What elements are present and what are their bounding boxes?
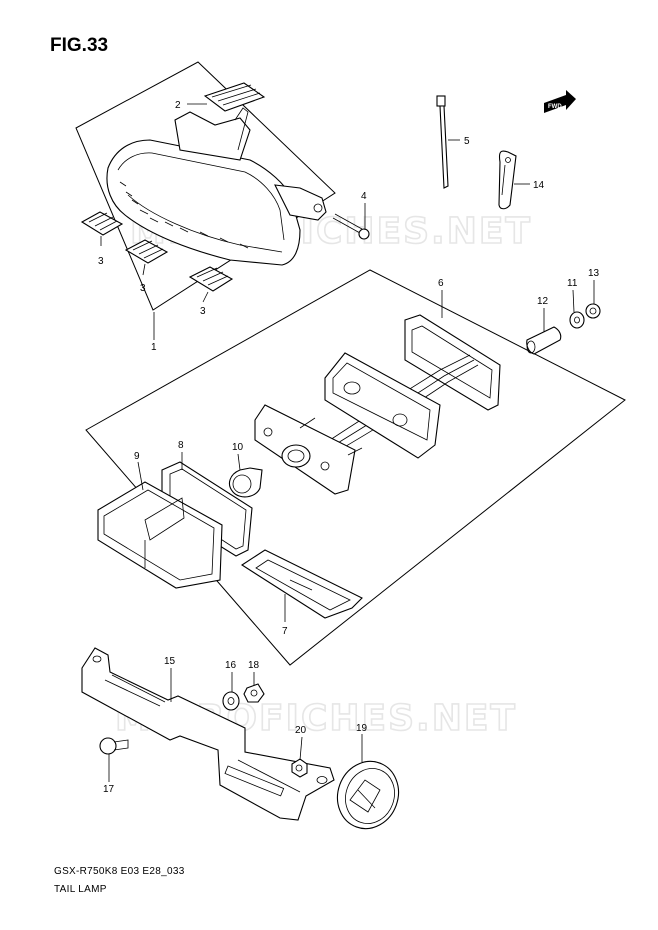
callout-15: 15	[164, 656, 176, 667]
callout-20: 20	[295, 725, 307, 736]
part-19-reflector	[336, 760, 400, 830]
figure-title: FIG.33	[50, 35, 109, 56]
part-11-washer	[569, 311, 585, 329]
part-4-screw	[332, 213, 370, 240]
frame-lamp-components	[85, 269, 626, 666]
diagram-caption: TAIL LAMP	[54, 884, 107, 895]
callout-17: 17	[103, 784, 115, 795]
part-1-tail-lamp-housing	[106, 107, 327, 266]
part-10-bulb	[228, 467, 263, 498]
callout-11: 11	[567, 278, 578, 289]
callout-9: 9	[134, 451, 140, 462]
part-2-pad	[203, 82, 266, 112]
callout-12: 12	[537, 296, 549, 307]
callout-3c: 3	[200, 306, 206, 317]
callout-18: 18	[248, 660, 260, 671]
part-14-clamp	[498, 150, 517, 210]
callout-14: 14	[533, 180, 545, 191]
part-6-gasket	[404, 314, 501, 411]
lamp-base-plate	[324, 352, 441, 459]
part-3-pad-b	[124, 239, 169, 264]
callout-19: 19	[356, 723, 368, 734]
callout-2: 2	[175, 100, 181, 111]
part-5-cable-tie	[436, 95, 449, 189]
fwd-arrow-icon: FWD	[544, 90, 576, 113]
callout-1: 1	[151, 342, 157, 353]
callout-4: 4	[361, 191, 367, 202]
callout-8: 8	[178, 440, 184, 451]
fwd-label: FWD	[548, 104, 562, 110]
callout-3b: 3	[140, 283, 146, 294]
part-12-spacer	[526, 326, 562, 355]
callout-13: 13	[588, 268, 600, 279]
part-3-pad-c	[188, 266, 234, 292]
part-16-washer	[222, 691, 240, 711]
part-3-pad-a	[80, 211, 124, 236]
callout-10: 10	[232, 442, 244, 453]
callout-3a: 3	[98, 256, 104, 267]
diagram-code: GSX-R750K8 E03 E28_033	[54, 866, 185, 877]
part-7-license-lens	[240, 549, 363, 619]
bulb-socket	[254, 404, 363, 495]
part-15-bracket	[81, 647, 335, 821]
part-18-nut	[243, 683, 265, 703]
callout-5: 5	[464, 136, 470, 147]
part-17-bolt	[99, 737, 129, 755]
callout-16: 16	[225, 660, 237, 671]
part-9-lens	[97, 481, 223, 589]
part-13-nut	[585, 303, 601, 319]
leader-lines	[100, 103, 595, 782]
callout-numbers: 2 3 3 3 1 4 5 14 6 12 11 13 9 8 10 7 15 …	[98, 100, 600, 795]
callout-7: 7	[282, 626, 288, 637]
callout-6: 6	[438, 278, 444, 289]
